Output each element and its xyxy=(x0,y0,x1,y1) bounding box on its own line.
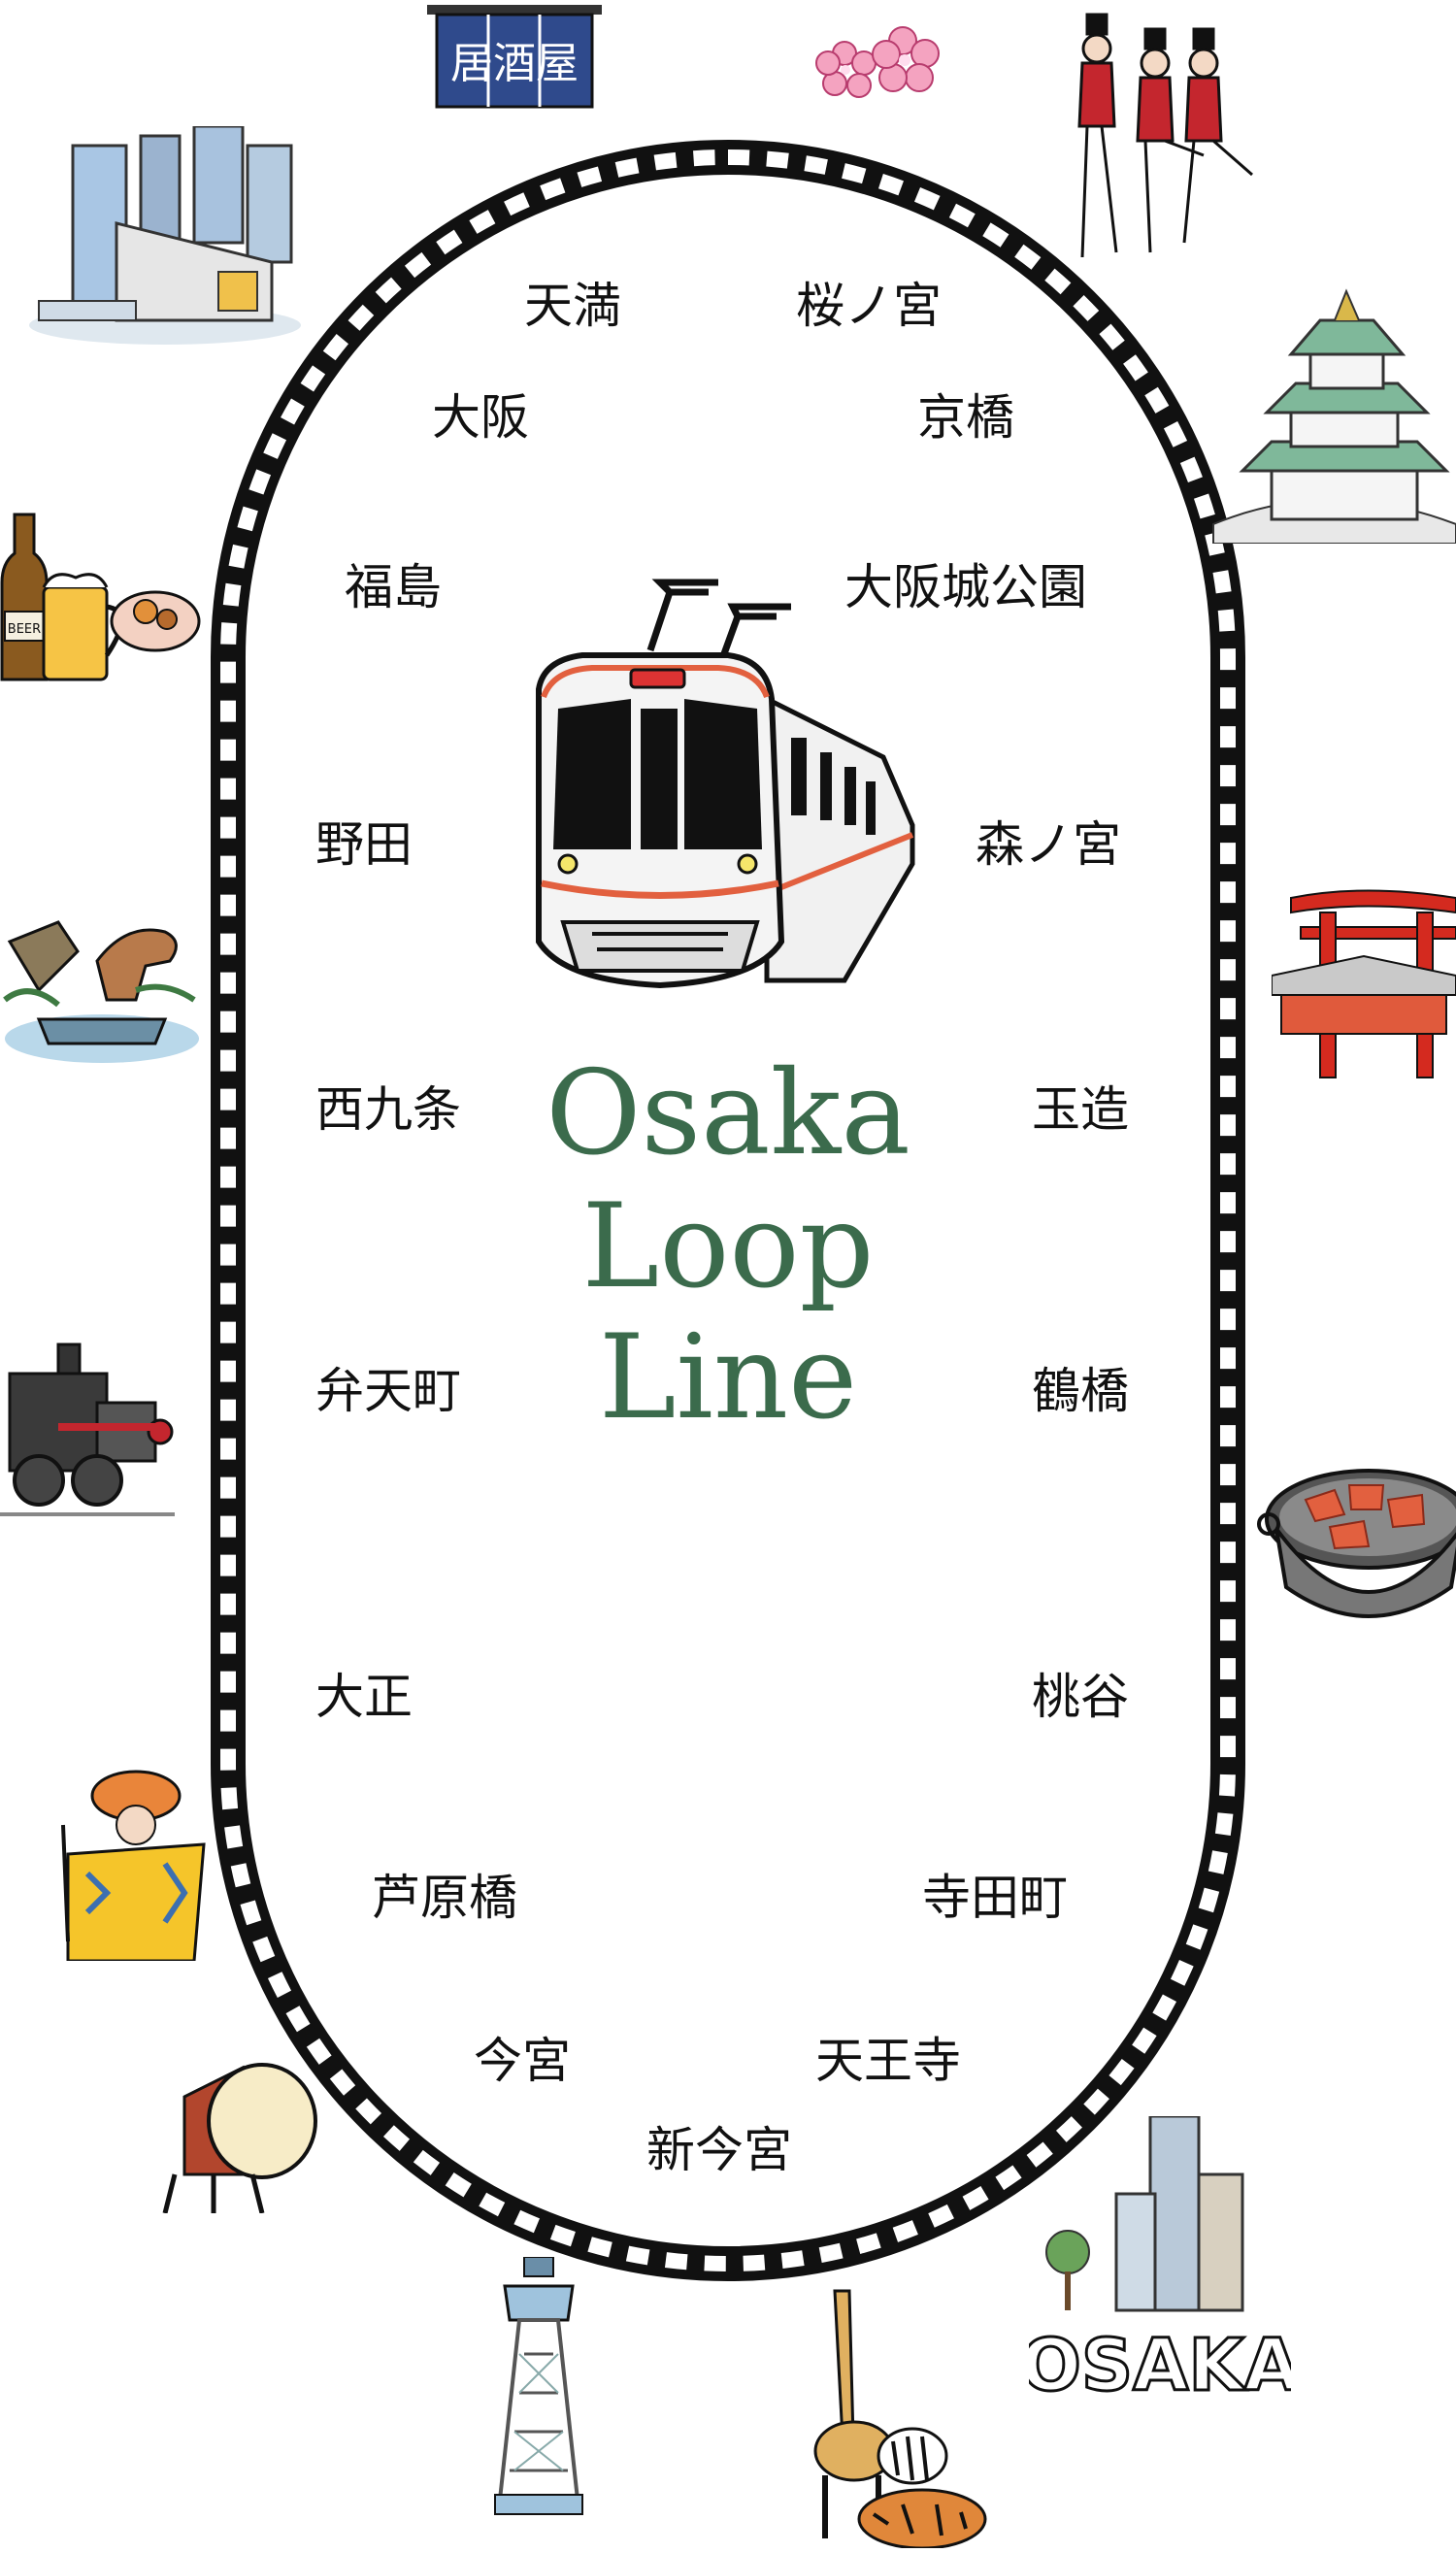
osaka-skyline-illustration: OSAKA xyxy=(1029,2116,1291,2398)
dinosaur-ride-illustration xyxy=(3,920,199,1063)
dancers-illustration xyxy=(1077,13,1253,258)
station-bentencho: 弁天町 xyxy=(315,1363,461,1419)
title-line-loop: Loop xyxy=(581,1179,875,1314)
tsutenkaku-tower-illustration xyxy=(494,2257,583,2515)
osaka-castle-illustration xyxy=(1212,288,1456,544)
zoo-animals-illustration xyxy=(813,2289,987,2548)
beer-food-illustration: BEER xyxy=(0,513,201,681)
train-illustration xyxy=(536,579,915,989)
station-sakuranomiya: 桜ノ宮 xyxy=(796,278,942,334)
station-tsuruhashi: 鶴橋 xyxy=(1032,1363,1129,1419)
station-morinomiya: 森ノ宮 xyxy=(976,816,1121,873)
sakura-flowers-illustration xyxy=(815,26,940,98)
station-imamiya: 今宮 xyxy=(474,2033,571,2089)
station-nishikujo: 西九条 xyxy=(315,1081,461,1138)
eisa-dancer-illustration xyxy=(61,1770,206,1961)
steam-locomotive-illustration xyxy=(0,1343,175,1516)
taiko-drum-illustration xyxy=(162,2063,317,2213)
izakaya-curtain-text: 居酒屋 xyxy=(450,39,579,88)
izakaya-curtain-illustration: 居酒屋 xyxy=(427,5,602,109)
station-tennoji: 天王寺 xyxy=(815,2033,961,2089)
station-osaka: 大阪 xyxy=(432,389,529,446)
station-teradacho: 寺田町 xyxy=(922,1870,1068,1926)
station-fukushima: 福島 xyxy=(345,559,442,615)
title-line-osaka: Osaka xyxy=(546,1046,910,1181)
title-line-line: Line xyxy=(598,1310,858,1445)
station-taisho: 大正 xyxy=(315,1669,413,1725)
torii-shrine-illustration xyxy=(1272,889,1456,1078)
city-buildings-illustration xyxy=(29,126,301,345)
station-shinimamiya: 新今宮 xyxy=(646,2122,792,2178)
beer-label-text: BEER xyxy=(8,622,41,637)
station-ashiharabashi: 芦原橋 xyxy=(372,1870,517,1926)
yakiniku-grill-illustration xyxy=(1257,1469,1456,1618)
station-kyobashi: 京橋 xyxy=(917,389,1014,446)
osaka-sign-text: OSAKA xyxy=(1029,2324,1291,2398)
station-tenma: 天満 xyxy=(524,278,621,334)
station-osakajokoen: 大阪城公園 xyxy=(844,559,1087,615)
station-momodani: 桃谷 xyxy=(1032,1669,1129,1725)
station-noda: 野田 xyxy=(315,816,413,873)
station-tamatsukuri: 玉造 xyxy=(1032,1081,1129,1138)
